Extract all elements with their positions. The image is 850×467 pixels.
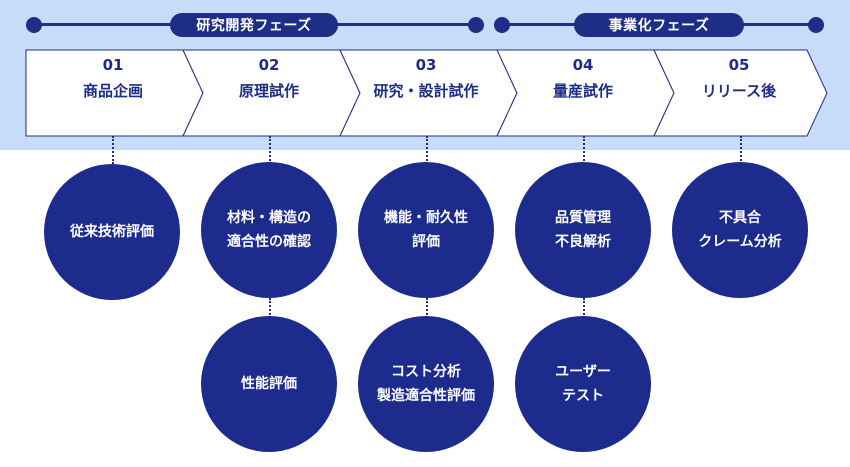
activity-text: テスト (562, 388, 604, 404)
activity-text: 品質管理 (555, 210, 611, 226)
step-number: 05 (728, 56, 750, 74)
activity-circle: コスト分析 製造適合性評価 (358, 316, 494, 452)
activity-text: 不具合 (719, 210, 761, 226)
step-04: 04 量産試作 (508, 56, 658, 100)
step-03: 03 研究・設計試作 (351, 56, 501, 100)
connector (426, 298, 428, 318)
activity-text: 従来技術評価 (70, 224, 154, 240)
activity-text: 性能評価 (241, 376, 297, 392)
activity-circle: 不具合 クレーム分析 (672, 162, 808, 298)
step-01: 01 商品企画 (38, 56, 188, 100)
activity-circle: ユーザー テスト (515, 316, 651, 452)
activity-text: 機能・耐久性 (384, 210, 468, 226)
activity-text: 評価 (412, 234, 440, 250)
step-label: 量産試作 (552, 82, 613, 100)
activity-text: ユーザー (555, 364, 611, 380)
connector (426, 136, 428, 164)
step-arrow-05 (653, 49, 828, 137)
activity-text: 適合性の確認 (227, 234, 311, 250)
phase-end-dot (468, 17, 484, 33)
activity-text: クレーム分析 (698, 234, 782, 250)
step-05: 05 リリース後 (664, 56, 814, 100)
activity-text: 材料・構造の (227, 210, 311, 226)
connector (740, 136, 742, 164)
step-number: 03 (415, 56, 437, 74)
step-label: 研究・設計試作 (373, 82, 479, 100)
activity-text: 不良解析 (555, 234, 611, 250)
step-arrows (25, 49, 828, 137)
phase-label-business: 事業化フェーズ (574, 13, 744, 37)
activity-circle: 品質管理 不良解析 (515, 162, 651, 298)
activity-circle: 材料・構造の 適合性の確認 (201, 162, 337, 298)
step-number: 01 (102, 56, 124, 74)
connector (583, 136, 585, 164)
step-number: 02 (258, 56, 280, 74)
step-label: リリース後 (701, 82, 777, 100)
activity-text: 製造適合性評価 (377, 388, 475, 404)
connector (112, 136, 114, 164)
activity-circle: 従来技術評価 (44, 164, 180, 300)
phase-label-rd: 研究開発フェーズ (170, 13, 338, 37)
connector (583, 298, 585, 318)
step-label: 原理試作 (238, 82, 299, 100)
step-label: 商品企画 (82, 82, 143, 100)
connector (269, 298, 271, 318)
step-number: 04 (572, 56, 594, 74)
step-02: 02 原理試作 (194, 56, 344, 100)
activity-circle: 性能評価 (201, 316, 337, 452)
activity-circle: 機能・耐久性 評価 (358, 162, 494, 298)
connector (269, 136, 271, 164)
activity-text: コスト分析 (391, 364, 461, 380)
phase-end-dot (808, 17, 824, 33)
